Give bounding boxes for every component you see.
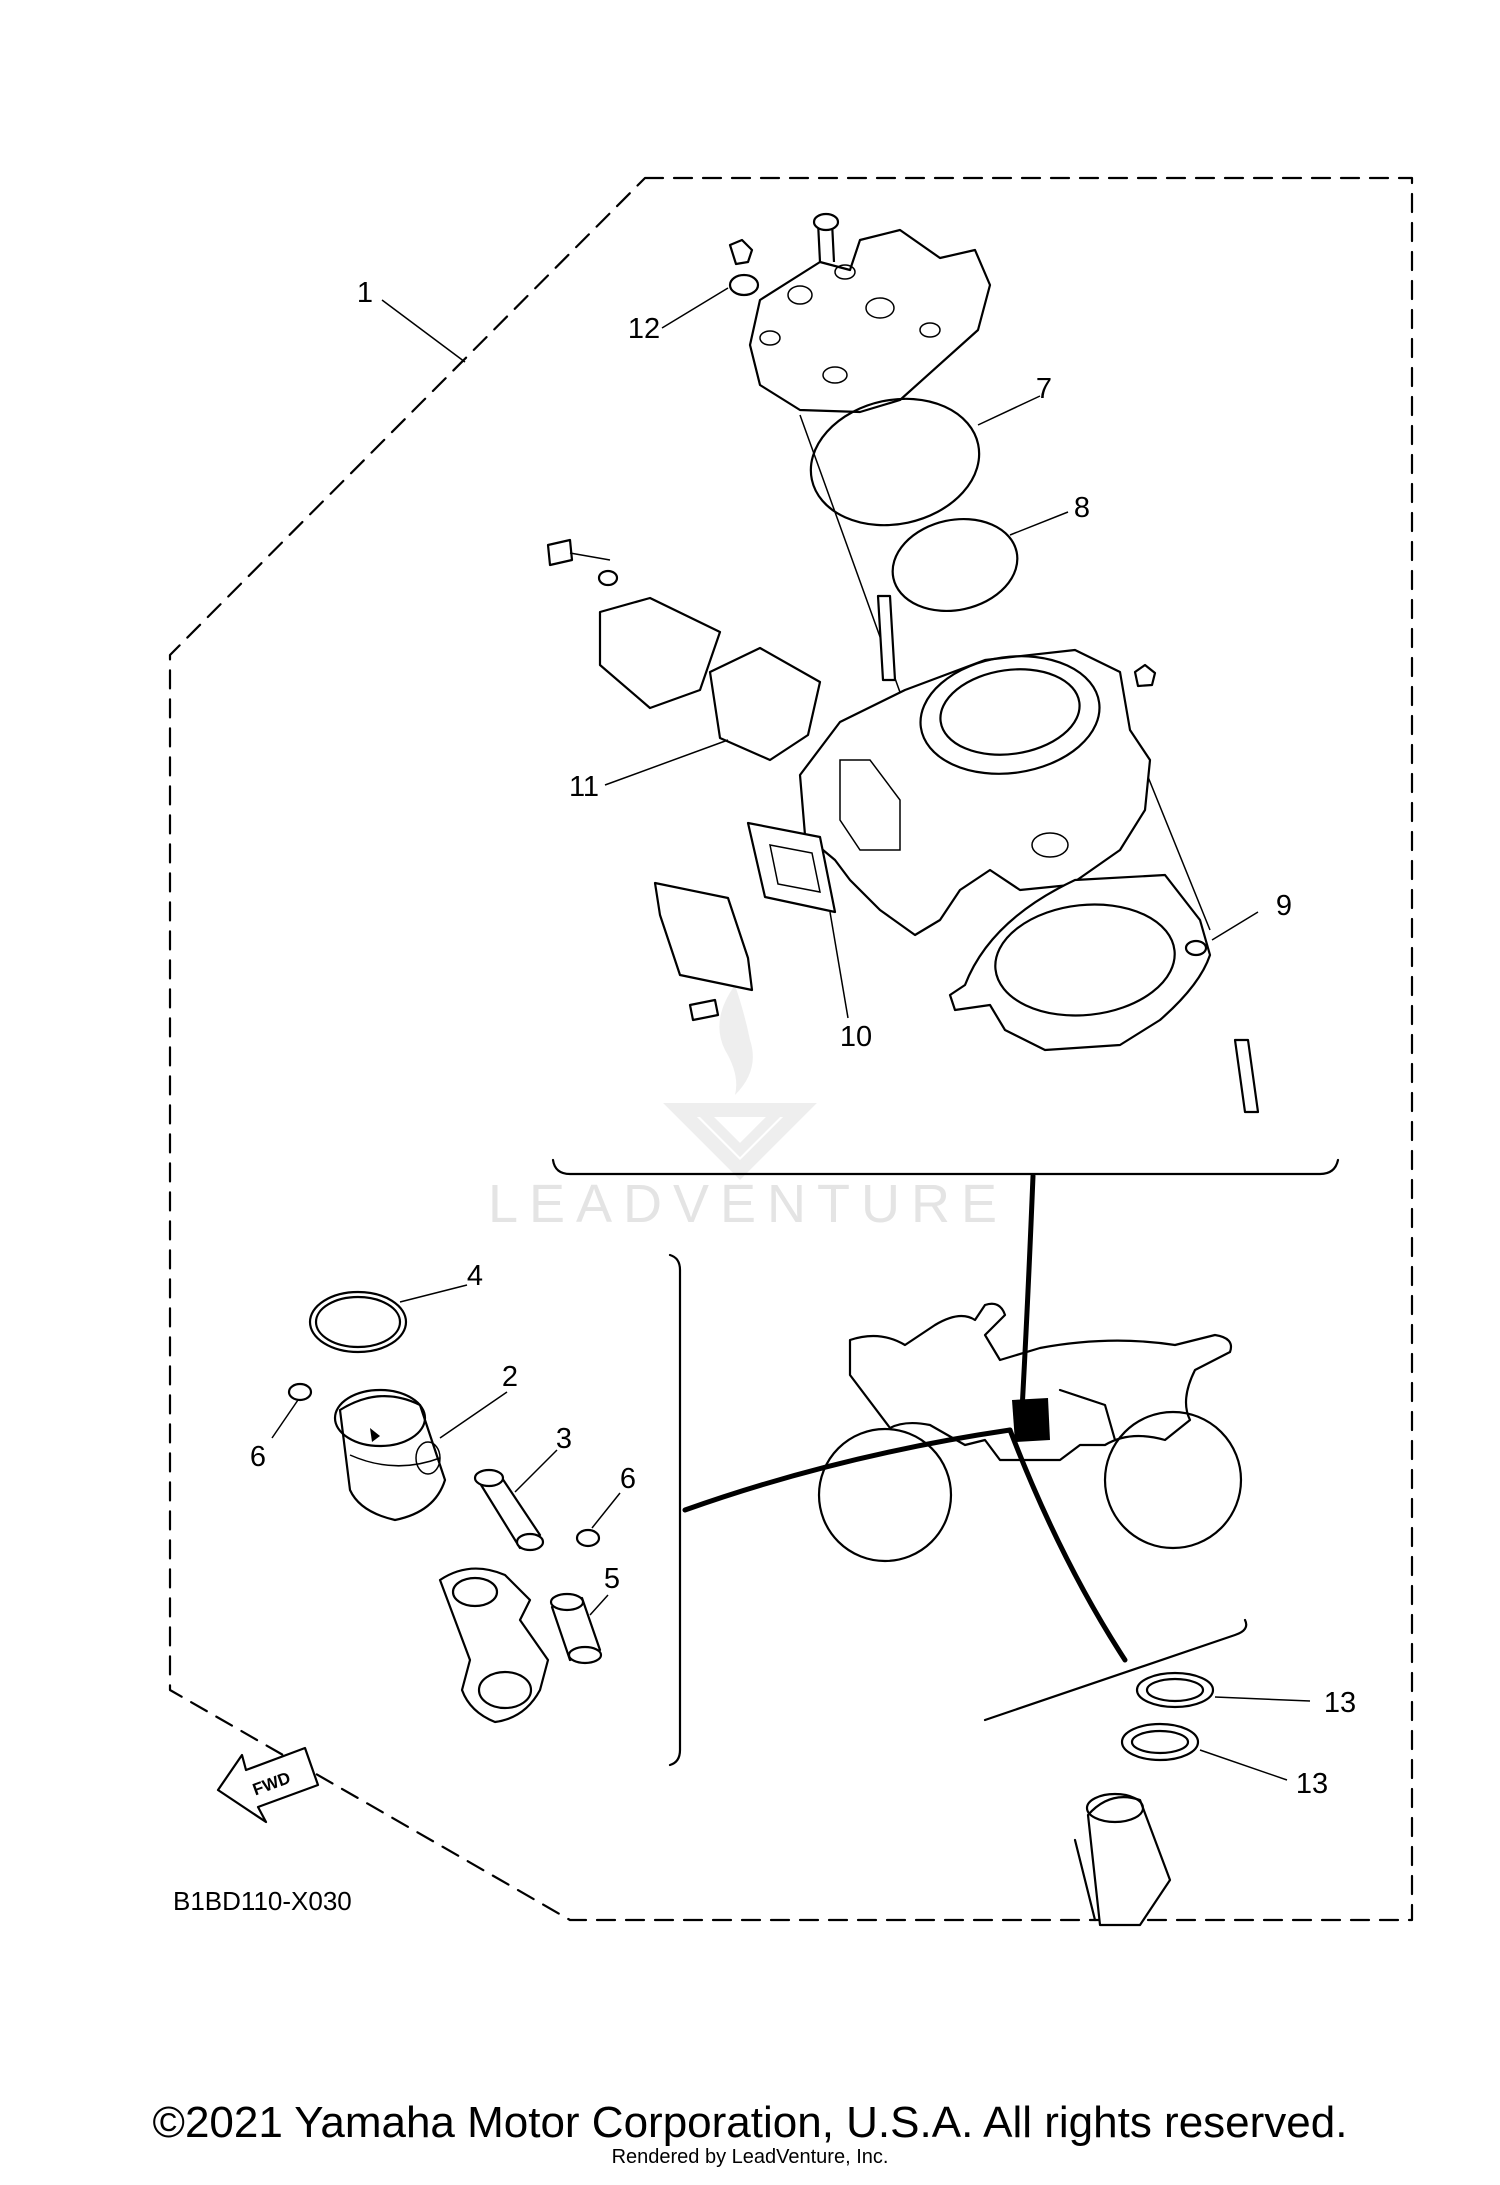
connector-bottom xyxy=(1007,1427,1128,1663)
callout-10: 10 xyxy=(840,1021,872,1053)
top-group-bracket xyxy=(551,1158,1340,1176)
kit-boundary xyxy=(168,176,1414,1922)
rendered-by-text: Rendered by LeadVenture, Inc. xyxy=(611,2146,889,2168)
connecting-rod xyxy=(438,1567,550,1724)
callout-3: 3 xyxy=(556,1423,572,1455)
fwd-arrow-icon: FWD xyxy=(216,1746,320,1824)
seal-group-bracket xyxy=(983,1618,1248,1722)
callout-11: 11 xyxy=(569,771,599,803)
part-9-base-gasket xyxy=(948,873,1212,1052)
part-12-washer xyxy=(728,273,760,297)
callout-8: 8 xyxy=(1074,492,1090,524)
callout-2: 2 xyxy=(502,1361,518,1393)
copyright-text: ©2021 Yamaha Motor Corporation, U.S.A. A… xyxy=(152,2098,1348,2147)
part-2-piston xyxy=(333,1388,447,1522)
callout-9: 9 xyxy=(1276,890,1292,922)
part-5-bearing xyxy=(549,1592,603,1665)
callout-1: 1 xyxy=(357,277,373,309)
callout-6-left: 6 xyxy=(250,1441,266,1473)
callout-7: 7 xyxy=(1036,373,1052,405)
stud-upper xyxy=(876,594,897,682)
piston-group-bracket xyxy=(668,1253,682,1767)
part-6-circlip-left xyxy=(287,1382,313,1402)
diagram-code: B1BD110-X030 xyxy=(173,1886,352,1916)
part-13-seal-upper xyxy=(1135,1671,1215,1709)
cylinder-head xyxy=(728,212,992,414)
part-11-gasket xyxy=(708,646,822,762)
part-4-piston-ring xyxy=(308,1290,408,1354)
reed-cover xyxy=(598,596,722,710)
watermark-logo xyxy=(663,985,817,1180)
connector-left xyxy=(682,1427,1013,1513)
watermark-text: LEADVENTURE xyxy=(488,1174,1008,1234)
part-6-circlip-right xyxy=(575,1528,601,1548)
stud-lower xyxy=(1233,1038,1260,1114)
connector-top xyxy=(1019,1173,1036,1413)
crankshaft-end xyxy=(1073,1792,1172,1927)
part-8-o-ring xyxy=(891,517,1019,613)
callout-13-lower: 13 xyxy=(1296,1768,1328,1800)
cylinder xyxy=(798,648,1152,937)
callout-4: 4 xyxy=(467,1260,483,1292)
callout-13-upper: 13 xyxy=(1324,1687,1356,1719)
callout-6-right: 6 xyxy=(620,1463,636,1495)
part-13-seal-lower xyxy=(1120,1722,1200,1762)
callout-5: 5 xyxy=(604,1563,620,1595)
motorcycle-locator xyxy=(817,1302,1243,1563)
part-7-head-gasket xyxy=(809,397,981,527)
exhaust-plate xyxy=(653,881,754,992)
callout-12: 12 xyxy=(628,313,660,345)
